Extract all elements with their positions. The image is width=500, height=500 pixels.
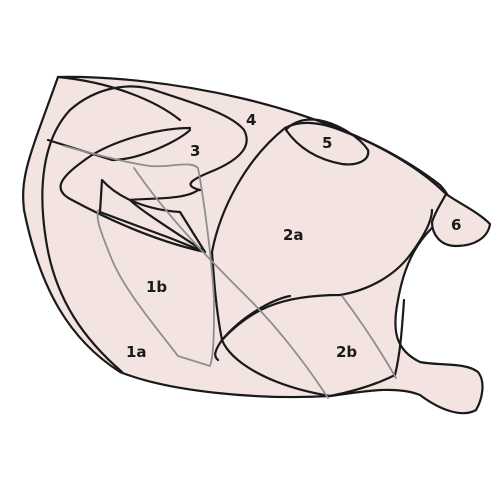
label-2b: 2b	[336, 343, 357, 361]
region-6-outline	[430, 192, 492, 248]
bone-line-3	[341, 295, 397, 379]
region-2b-boundary	[220, 298, 406, 398]
label-3: 3	[190, 142, 200, 160]
region-3-boundary	[46, 126, 207, 254]
region-1-boundary	[41, 75, 248, 374]
label-4: 4	[246, 111, 256, 129]
bone-line-2	[133, 167, 329, 399]
label-6: 6	[451, 216, 461, 234]
label-1a: 1a	[126, 343, 147, 361]
label-2a: 2a	[283, 226, 304, 244]
region-5-boundary	[284, 118, 370, 166]
label-5: 5	[322, 134, 332, 152]
carcass-outline	[22, 75, 484, 415]
bone-line-1	[63, 145, 215, 367]
region-3-notch	[98, 178, 207, 254]
region-2b-1a-divider	[214, 294, 292, 362]
label-1b: 1b	[146, 278, 167, 296]
